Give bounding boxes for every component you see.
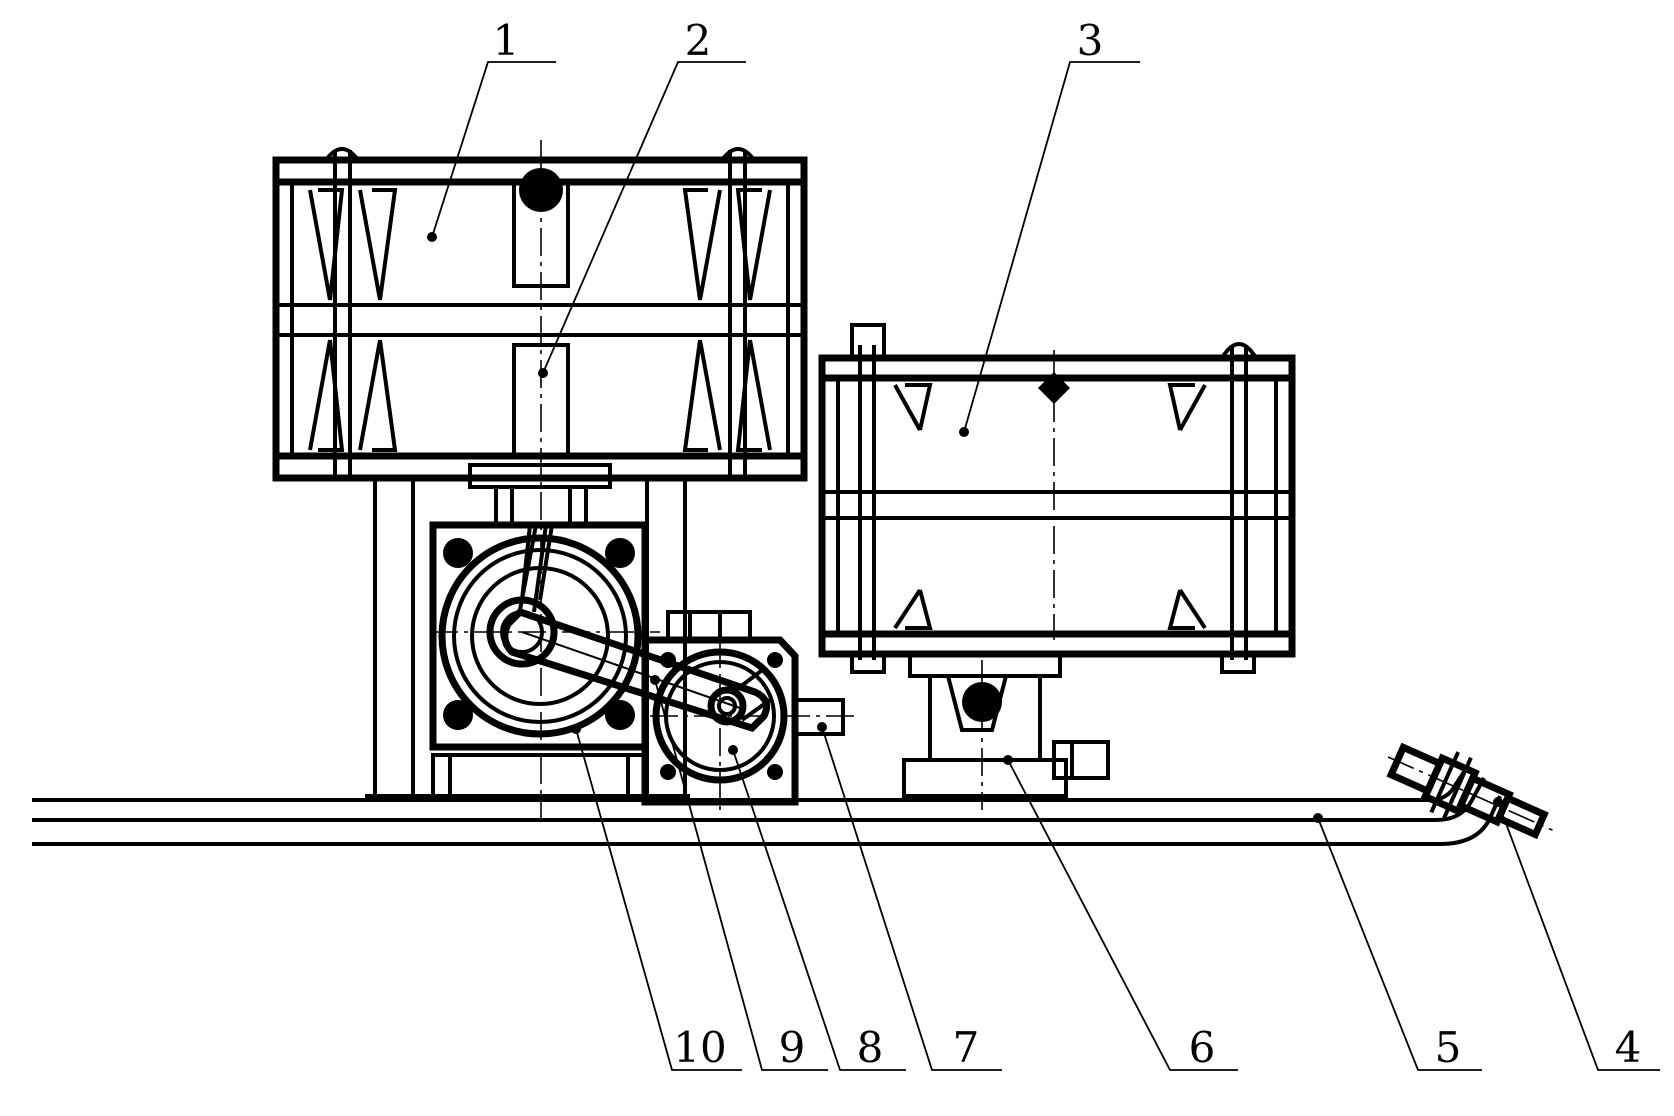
- callout-label-2: 2: [685, 16, 712, 65]
- callout-label-10: 10: [673, 1023, 726, 1072]
- right-pedestal: [902, 652, 1110, 810]
- crank-arm: [501, 607, 770, 732]
- callout-6: 6: [1007, 759, 1238, 1072]
- callout-1: 1: [431, 16, 556, 238]
- worm-gearbox: [429, 521, 660, 799]
- left-cylinder: [272, 140, 808, 820]
- callout-10: 10: [575, 728, 742, 1072]
- callout-label-3: 3: [1077, 16, 1104, 65]
- callout-label-6: 6: [1189, 1023, 1216, 1072]
- callout-label-4: 4: [1615, 1023, 1642, 1072]
- callout-9: 9: [654, 679, 828, 1072]
- callout-label-1: 1: [493, 16, 520, 65]
- callout-7: 7: [821, 726, 1002, 1072]
- right-cylinder: [818, 323, 1296, 674]
- callout-label-7: 7: [953, 1023, 980, 1072]
- callout-label-5: 5: [1435, 1023, 1462, 1072]
- callout-8: 8: [732, 749, 906, 1072]
- callout-2: 2: [542, 16, 746, 374]
- callout-4: 4: [1497, 801, 1660, 1072]
- callout-5: 5: [1317, 817, 1482, 1072]
- small-gearbox: [641, 610, 860, 810]
- end-fitting: [1386, 742, 1553, 840]
- callout-label-9: 9: [779, 1023, 806, 1072]
- callout-3: 3: [963, 16, 1140, 433]
- callout-label-8: 8: [857, 1023, 884, 1072]
